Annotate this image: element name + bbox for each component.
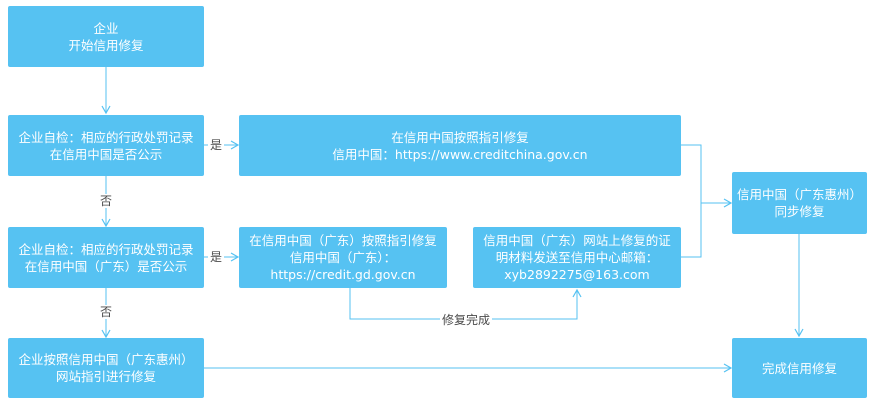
node-text-line: 网站指引进行修复 bbox=[55, 369, 156, 384]
node-text-line: 明材料发送至信用中心邮箱： bbox=[495, 250, 659, 265]
node-text-line: 信用中国：https://www.creditchina.gov.cn bbox=[332, 146, 588, 162]
node-complete: 完成信用修复 bbox=[732, 338, 867, 398]
edge-label-yes-china: 是 bbox=[208, 138, 225, 152]
node-send-email: 信用中国（广东）网站上修复的证明材料发送至信用中心邮箱： xyb2892275@1… bbox=[473, 227, 681, 288]
node-text-line: https://credit.gd.gov.cn bbox=[270, 267, 416, 282]
node-self-check-gd-text: 企业自检：相应的行政处罚记录在信用中国（广东）是否公示 bbox=[18, 241, 193, 275]
node-text-line: 企业自检：相应的行政处罚记录 bbox=[18, 241, 194, 257]
node-start-text: 企业开始信用修复 bbox=[68, 20, 143, 54]
node-self-check-gd: 企业自检：相应的行政处罚记录在信用中国（广东）是否公示 bbox=[8, 227, 204, 288]
node-text-line: 在信用中国（广东）按照指引修复 bbox=[249, 233, 437, 248]
node-text-line: 信用中国（广东）： bbox=[289, 250, 397, 265]
node-text-line: 在信用中国（广东）是否公示 bbox=[24, 258, 188, 274]
node-self-check-china-text: 企业自检：相应的行政处罚记录在信用中国是否公示 bbox=[18, 129, 193, 163]
node-sync-huizhou-text: 信用中国（广东惠州） 同步修复 bbox=[737, 186, 862, 220]
node-self-check-china: 企业自检：相应的行政处罚记录在信用中国是否公示 bbox=[8, 115, 204, 176]
edge-label-repair-done: 修复完成 bbox=[440, 313, 493, 327]
node-text-line: 信用中国（广东）网站上修复的证 bbox=[483, 233, 671, 248]
node-text-line: 完成信用修复 bbox=[761, 360, 837, 376]
node-text-line: 同步修复 bbox=[774, 204, 825, 219]
node-text-line: 开始信用修复 bbox=[68, 37, 144, 53]
node-repair-china-text: 在信用中国按照指引修复信用中国：https://www.creditchina.… bbox=[332, 129, 587, 163]
node-send-email-text: 信用中国（广东）网站上修复的证明材料发送至信用中心邮箱： xyb2892275@1… bbox=[483, 232, 671, 283]
node-repair-gd-huizhou: 企业按照信用中国（广东惠州） 网站指引进行修复 bbox=[8, 338, 204, 398]
node-repair-china: 在信用中国按照指引修复信用中国：https://www.creditchina.… bbox=[239, 115, 681, 176]
node-text-line: 企业自检：相应的行政处罚记录 bbox=[18, 129, 194, 145]
node-sync-huizhou: 信用中国（广东惠州） 同步修复 bbox=[732, 172, 867, 234]
edge-label-no-china: 否 bbox=[98, 194, 115, 208]
arrow-repair-china-to-sync bbox=[681, 144, 733, 208]
node-repair-gd: 在信用中国（广东）按照指引修复信用中国（广东）： https://credit.g… bbox=[239, 227, 447, 288]
edge-label-yes-gd: 是 bbox=[208, 250, 225, 264]
node-text-line: 信用中国（广东惠州） bbox=[737, 187, 863, 202]
node-repair-gd-huizhou-text: 企业按照信用中国（广东惠州） 网站指引进行修复 bbox=[18, 351, 193, 385]
node-text-line: 在信用中国按照指引修复 bbox=[391, 129, 529, 145]
node-text-line: xyb2892275@163.com bbox=[504, 267, 650, 282]
node-start: 企业开始信用修复 bbox=[8, 6, 204, 67]
node-repair-gd-text: 在信用中国（广东）按照指引修复信用中国（广东）： https://credit.g… bbox=[249, 232, 437, 283]
node-text-line: 企业 bbox=[93, 20, 119, 36]
node-text-line: 企业按照信用中国（广东惠州） bbox=[18, 352, 194, 367]
node-complete-text: 完成信用修复 bbox=[762, 360, 837, 377]
node-text-line: 在信用中国是否公示 bbox=[49, 146, 163, 162]
arrow-send-email-to-sync bbox=[681, 203, 702, 258]
edge-label-no-gd: 否 bbox=[98, 305, 115, 319]
